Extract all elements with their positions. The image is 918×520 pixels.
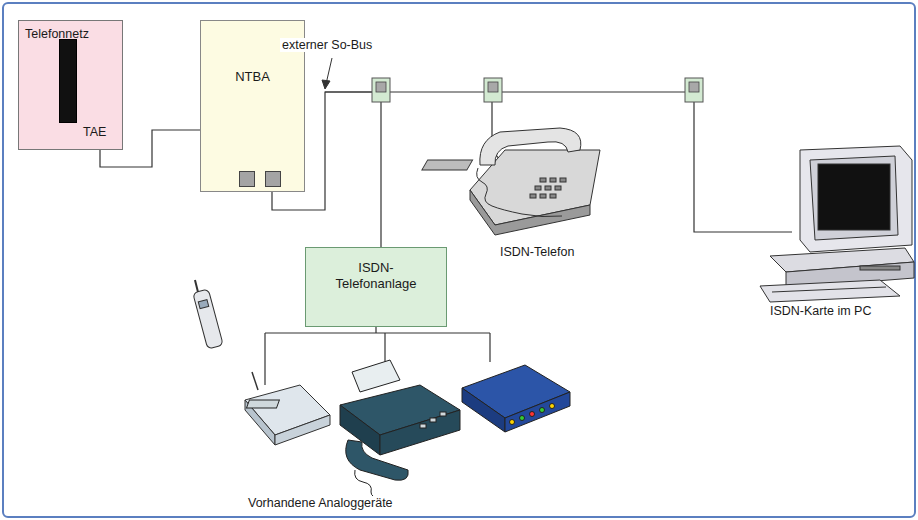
drawing-part-part bbox=[545, 186, 551, 190]
cordless-handset bbox=[193, 280, 223, 349]
fax-part bbox=[355, 470, 381, 498]
drawing-part-part bbox=[430, 418, 436, 422]
drawing-part-part bbox=[420, 424, 426, 428]
cordless-handset-part bbox=[195, 280, 198, 292]
pc-part bbox=[860, 266, 900, 270]
network-box: TelefonnetzTAE bbox=[18, 20, 123, 150]
modem-part bbox=[510, 420, 515, 425]
drawing-part-part bbox=[540, 194, 546, 198]
drawing-part-part bbox=[540, 178, 546, 182]
modem bbox=[462, 365, 570, 432]
isdn-phone-part bbox=[422, 160, 473, 170]
wall-socket-part bbox=[689, 82, 699, 92]
fax-part bbox=[352, 360, 400, 392]
bus-label: externer So-Bus bbox=[280, 38, 374, 52]
tae-socket bbox=[59, 39, 77, 123]
drawing-part-part bbox=[440, 412, 446, 416]
drawing-part-part bbox=[530, 194, 536, 198]
fax-part bbox=[380, 410, 460, 455]
so-bus-wiring-part bbox=[694, 102, 792, 232]
drawing-part-part bbox=[550, 178, 556, 182]
wall-socket-part bbox=[488, 82, 498, 92]
node-title: ISDN-Telefonanlage bbox=[328, 260, 424, 291]
wall-socket-part bbox=[685, 78, 703, 102]
modem-part bbox=[530, 412, 535, 417]
pc-part bbox=[818, 164, 890, 230]
cordless-base bbox=[245, 372, 330, 445]
so-bus-wiring-part bbox=[265, 332, 490, 333]
isdn-phone-part bbox=[470, 190, 590, 235]
fax bbox=[247, 360, 460, 498]
so-bus-wiring-part bbox=[375, 327, 376, 333]
drawing-part-part bbox=[535, 186, 541, 190]
pbx-box: ISDN-Telefonanlage bbox=[305, 247, 447, 327]
modem-part bbox=[462, 388, 505, 432]
fax-part bbox=[247, 400, 280, 408]
pc-part bbox=[772, 287, 886, 292]
ntba-port bbox=[265, 171, 281, 187]
pc bbox=[760, 146, 914, 302]
pc-part bbox=[760, 280, 900, 302]
drawing-part bbox=[420, 412, 446, 428]
wall-socket bbox=[372, 78, 703, 102]
node-title: Telefonnetz bbox=[19, 21, 122, 42]
drawing-part-part bbox=[550, 194, 556, 198]
modem-part bbox=[520, 416, 525, 421]
pc-part bbox=[810, 156, 898, 240]
wall-socket-part bbox=[376, 82, 386, 92]
group-label: Vorhandene Analoggeräte bbox=[246, 496, 395, 510]
cordless-handset-part bbox=[193, 289, 223, 349]
device-label: ISDN-Karte im PC bbox=[768, 304, 873, 318]
node-title: NTBA bbox=[201, 21, 304, 85]
modem-part bbox=[505, 392, 570, 432]
isdn-phone-part bbox=[477, 168, 562, 217]
cordless-handset-part bbox=[198, 300, 209, 309]
modem-part bbox=[550, 404, 555, 409]
cordless-base-part bbox=[252, 372, 258, 390]
pc-part bbox=[800, 146, 912, 252]
socket-label: TAE bbox=[83, 125, 106, 140]
bus-pointer bbox=[322, 58, 332, 89]
device-label: ISDN-Telefon bbox=[498, 245, 576, 259]
bus-pointer-part bbox=[322, 80, 330, 89]
drawing-part-part bbox=[560, 178, 566, 182]
isdn-phone bbox=[422, 128, 600, 235]
so-bus-wiring bbox=[265, 92, 792, 385]
drawing-part-part bbox=[555, 186, 561, 190]
modem-part bbox=[540, 408, 545, 413]
bus-pointer-part bbox=[326, 58, 332, 84]
wall-socket-part bbox=[484, 78, 502, 102]
ntba-port bbox=[239, 171, 255, 187]
isdn-phone-part bbox=[480, 128, 581, 165]
so-bus-wiring-part bbox=[489, 333, 490, 362]
drawing-part bbox=[530, 178, 566, 198]
so-bus-wiring-part bbox=[264, 333, 265, 385]
cordless-base-part bbox=[275, 415, 330, 445]
wall-socket-part bbox=[372, 78, 390, 102]
